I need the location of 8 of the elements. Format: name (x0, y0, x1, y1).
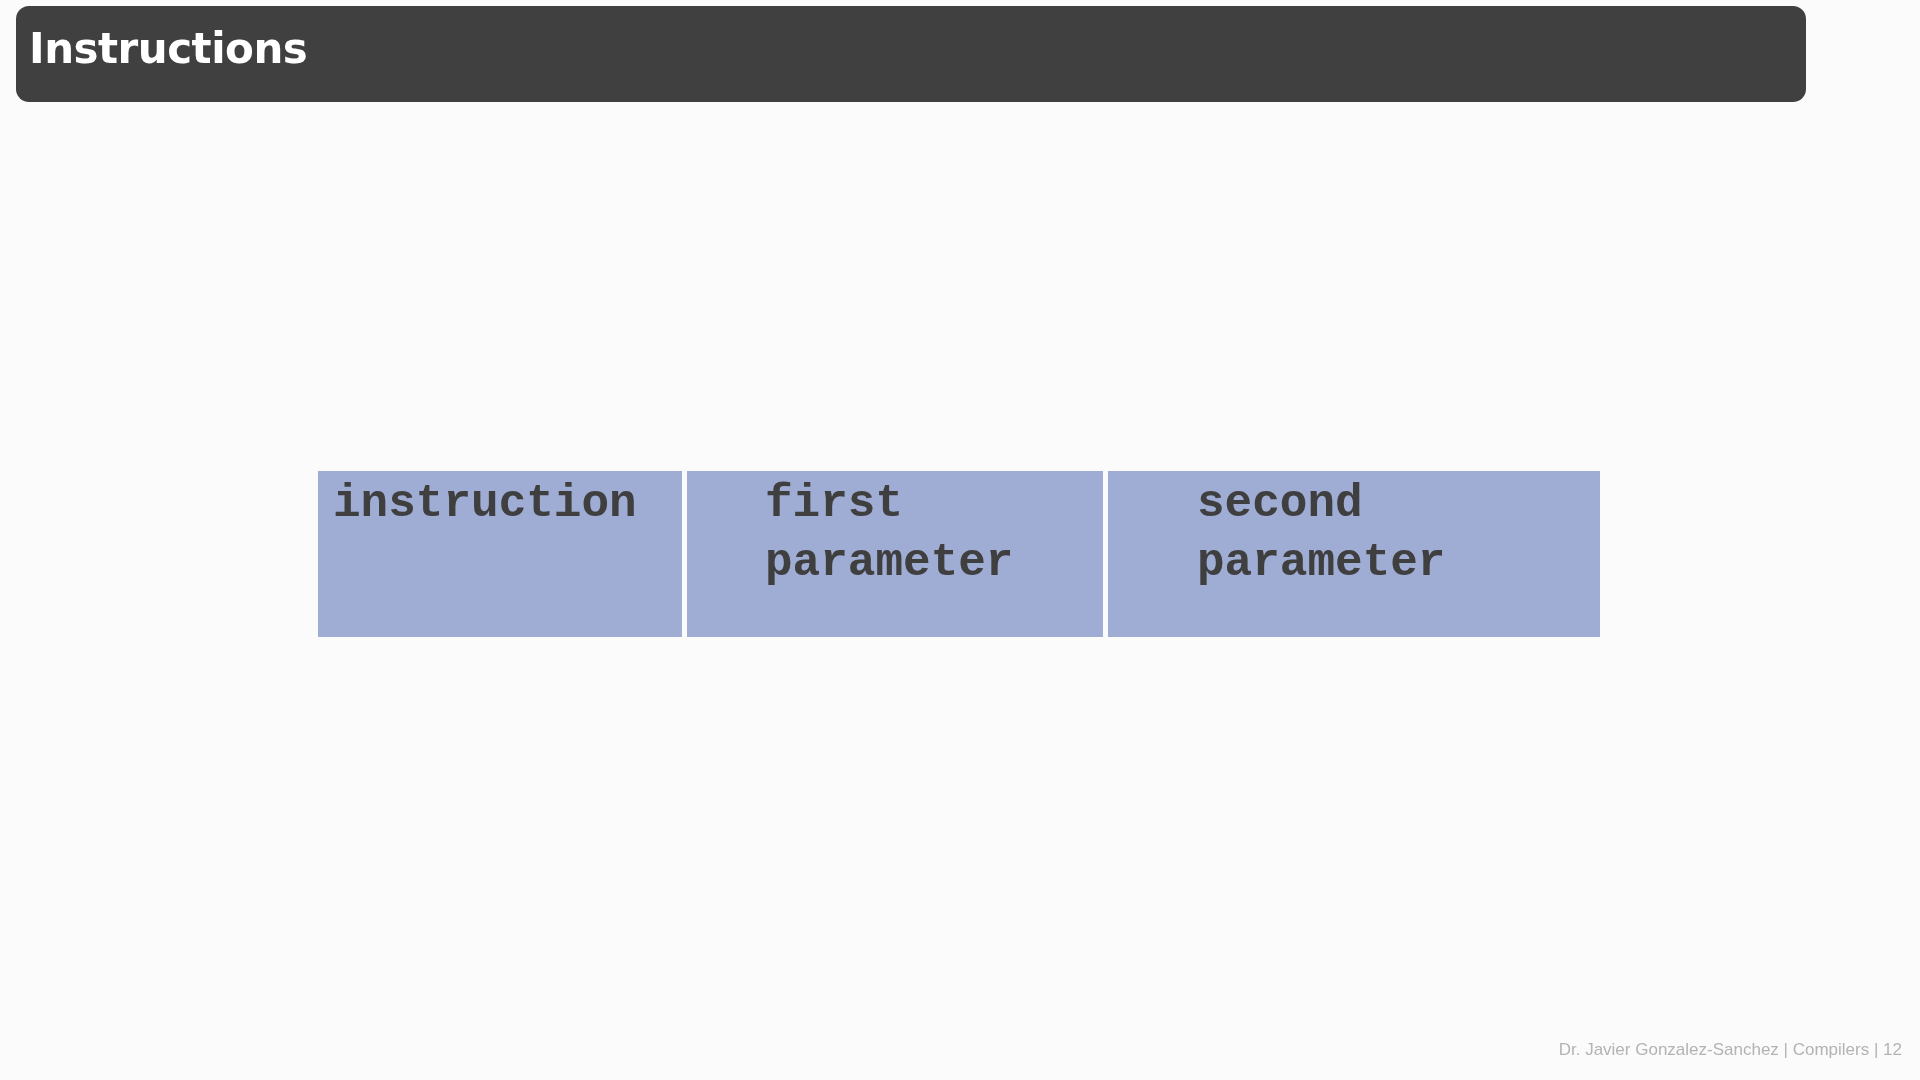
field-box (318, 471, 682, 637)
field-name: first parameter (765, 477, 1015, 591)
field-box (1108, 471, 1600, 637)
slide-title: Instructions (29, 24, 308, 74)
field-name: second parameter (1197, 477, 1447, 591)
footer-text: Dr. Javier Gonzalez-Sanchez | Compilers | 12 (1558, 1039, 1902, 1061)
field-box (687, 471, 1103, 637)
field-name: instruction (333, 477, 638, 532)
